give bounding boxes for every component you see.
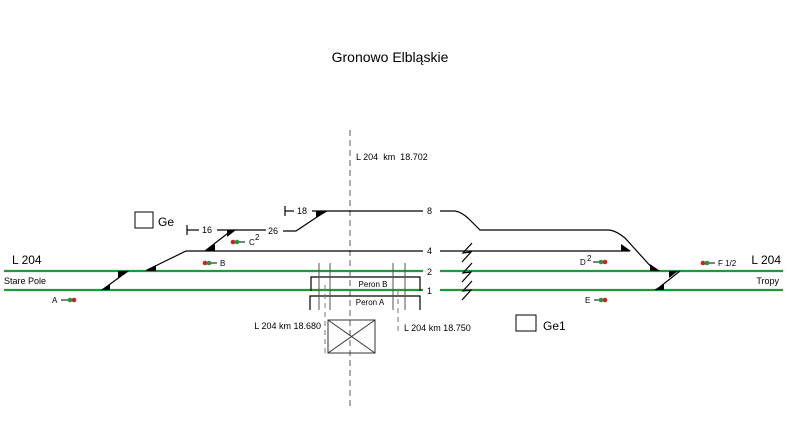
- switch-marker: [227, 230, 236, 237]
- signal-light-green: [234, 239, 240, 245]
- track-26-label: 26: [268, 226, 278, 236]
- signal-c2: C 2: [230, 233, 260, 247]
- signal-a-label: A: [52, 296, 58, 305]
- track-8-label: 8: [427, 206, 432, 216]
- signal-b: B: [202, 259, 225, 268]
- signal-light-red: [602, 259, 608, 265]
- section-insulator-marks: [461, 242, 473, 301]
- track-4-label: 4: [427, 246, 432, 256]
- switch-markers: [101, 211, 678, 290]
- building-ge: [134, 211, 154, 229]
- line-label-right: L 204: [751, 253, 781, 267]
- insulator-icon: [461, 280, 473, 301]
- switch-marker: [654, 284, 664, 290]
- signal-c-label: C: [249, 238, 255, 247]
- switch-marker: [316, 211, 328, 218]
- building-ge1-label: Ge1: [543, 319, 566, 333]
- platform-a: Peron A: [309, 295, 421, 310]
- track-16-26: 16 26: [186, 210, 327, 252]
- switch-marker: [101, 284, 110, 290]
- track-2-label: 2: [427, 267, 432, 277]
- track-1-label: 1: [427, 286, 432, 296]
- level-crossing: [327, 319, 376, 354]
- line-label-left: L 204: [12, 253, 42, 267]
- km-right-label: L 204 km 18.750: [404, 323, 471, 333]
- platform-a-label: Peron A: [356, 298, 385, 307]
- signal-light-red: [202, 260, 208, 266]
- signal-light-red: [700, 260, 706, 266]
- signal-d-superscript: 2: [587, 254, 592, 263]
- axis-km-label: L 204 km 18.702: [356, 152, 428, 162]
- km-left-label: L 204 km 18.680: [254, 321, 321, 331]
- signal-a: A: [52, 296, 77, 305]
- signal-light-red: [71, 297, 77, 303]
- signal-b-label: B: [220, 259, 225, 268]
- signal-d2: D 2: [580, 254, 608, 267]
- switch-marker: [118, 271, 129, 278]
- track-16-label: 16: [202, 225, 212, 235]
- signal-e: E: [585, 296, 608, 305]
- switch-marker: [669, 271, 678, 278]
- signal-f: F 1/2: [700, 259, 737, 268]
- signal-d-label: D: [580, 258, 586, 267]
- platform-b-label: Peron B: [359, 280, 388, 289]
- signal-e-label: E: [585, 296, 590, 305]
- insulator-icon: [461, 242, 473, 263]
- building-ge1: [515, 314, 537, 332]
- direction-left: Stare Pole: [4, 276, 46, 286]
- signal-light-red: [602, 297, 608, 303]
- signal-f-label: F 1/2: [718, 259, 737, 268]
- switch-marker: [145, 265, 156, 271]
- signal-light-green: [598, 297, 604, 303]
- building-ge-label: Ge: [158, 215, 174, 229]
- platform-markers: [318, 263, 406, 310]
- track-18-label: 18: [297, 206, 307, 216]
- signal-light-green: [704, 260, 710, 266]
- switch-marker: [621, 244, 631, 251]
- switch-marker: [205, 244, 215, 251]
- signal-c-superscript: 2: [255, 233, 260, 242]
- platform-b: Peron B: [310, 276, 421, 291]
- signal-light-green: [598, 259, 604, 265]
- direction-right: Tropy: [756, 276, 779, 286]
- signal-light-green: [67, 297, 73, 303]
- track-18-8: 18 8: [284, 206, 655, 271]
- signal-light-green: [206, 260, 212, 266]
- switch-marker: [650, 264, 660, 271]
- signal-light-red: [230, 239, 236, 245]
- station-title: Gronowo Elbląskie: [332, 49, 449, 65]
- insulator-icon: [461, 262, 473, 283]
- track-4: 4: [144, 246, 630, 272]
